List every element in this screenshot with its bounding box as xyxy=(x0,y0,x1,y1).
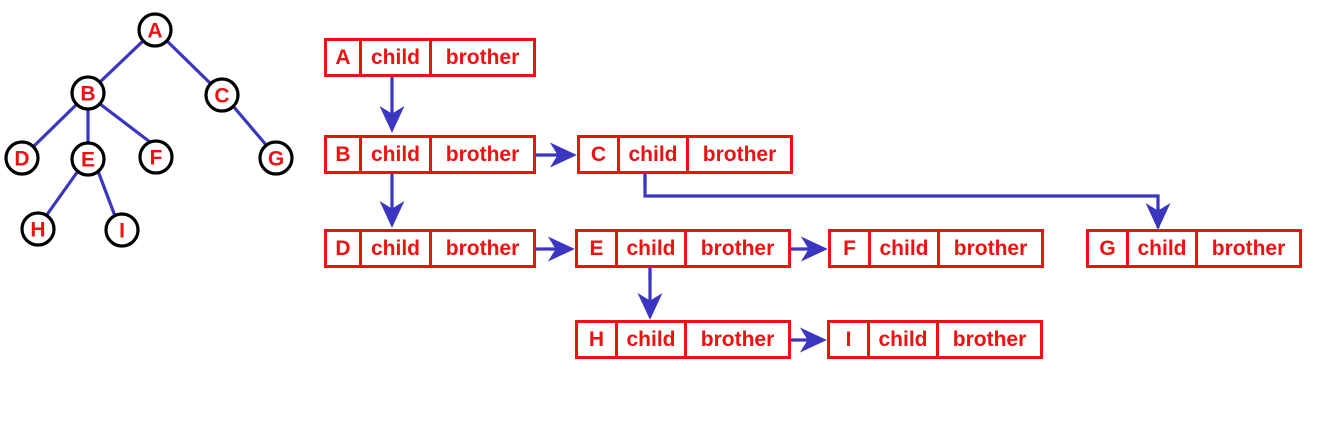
list-node-i[interactable]: I child brother xyxy=(827,320,1043,359)
tree-node-label: E xyxy=(81,149,95,172)
list-node-key: B xyxy=(327,138,362,171)
tree-edge-c-g xyxy=(231,104,269,148)
tree-node-label: F xyxy=(150,147,163,170)
list-node-key: D xyxy=(327,232,362,265)
tree-node-circle xyxy=(20,211,56,247)
tree-node-label: D xyxy=(14,148,29,171)
list-node-brother: brother xyxy=(445,46,520,69)
tree-edges xyxy=(31,39,269,217)
list-node-brother: brother xyxy=(702,143,777,166)
list-node-key: I xyxy=(830,323,870,356)
tree-edge-e-i xyxy=(96,170,117,217)
tree-node-label: H xyxy=(30,219,45,242)
list-node-child: child xyxy=(871,232,940,265)
list-node-key: F xyxy=(831,232,871,265)
list-node-brother: brother xyxy=(1211,237,1286,260)
tree-node-b: B xyxy=(70,75,106,111)
list-node-f[interactable]: F child brother xyxy=(828,229,1044,268)
tree-node-c: C xyxy=(204,77,240,113)
list-node-brother: brother xyxy=(952,328,1027,351)
tree-node-circle xyxy=(104,212,140,248)
tree-node-circle xyxy=(137,12,173,48)
list-node-key: E xyxy=(578,232,618,265)
tree-node-i: I xyxy=(104,212,140,248)
list-node-child: child xyxy=(870,323,939,356)
list-node-child: child xyxy=(620,138,689,171)
list-node-brother: brother xyxy=(445,143,520,166)
list-node-g[interactable]: G child brother xyxy=(1086,229,1302,268)
list-node-key: G xyxy=(1089,232,1129,265)
list-node-e[interactable]: E child brother xyxy=(575,229,791,268)
tree-node-g: G xyxy=(258,140,294,176)
tree-node-label: A xyxy=(147,20,162,43)
list-node-child: child xyxy=(362,41,432,74)
list-node-a[interactable]: A child brother xyxy=(324,38,536,77)
tree-node-circle xyxy=(70,141,106,177)
tree-node-a: A xyxy=(137,12,173,48)
list-node-brother: brother xyxy=(953,237,1028,260)
list-node-brother: brother xyxy=(700,237,775,260)
list-node-key: H xyxy=(578,323,618,356)
tree-node-d: D xyxy=(4,140,40,176)
list-node-child: child xyxy=(362,232,432,265)
tree-edge-b-f xyxy=(99,102,151,144)
list-node-b[interactable]: B child brother xyxy=(324,135,536,174)
tree-edge-e-h xyxy=(44,170,80,217)
list-node-child: child xyxy=(618,232,687,265)
tree-edge-a-b xyxy=(98,39,145,84)
list-node-key: C xyxy=(580,138,620,171)
list-node-child: child xyxy=(1129,232,1198,265)
list-node-brother: brother xyxy=(445,237,520,260)
list-node-h[interactable]: H child brother xyxy=(575,320,791,359)
tree-edge-a-c xyxy=(165,39,213,86)
tree-node-circle xyxy=(4,140,40,176)
list-node-child: child xyxy=(618,323,687,356)
tree-node-e: E xyxy=(70,141,106,177)
tree-node-label: G xyxy=(268,148,284,171)
tree-node-label: B xyxy=(80,83,95,106)
tree-node-circle xyxy=(204,77,240,113)
tree-node-circle xyxy=(70,75,106,111)
tree-node-h: H xyxy=(20,211,56,247)
list-node-child: child xyxy=(362,138,432,171)
tree-node-circle xyxy=(258,140,294,176)
list-node-c[interactable]: C child brother xyxy=(577,135,793,174)
tree-edge-b-d xyxy=(31,102,79,149)
list-node-key: A xyxy=(327,41,362,74)
tree-node-circle xyxy=(138,139,174,175)
tree-node-label: C xyxy=(214,85,229,108)
link-c-child-to-g xyxy=(643,173,1171,230)
list-node-brother: brother xyxy=(700,328,775,351)
tree-node-f: F xyxy=(138,139,174,175)
tree-nodes: A B C D E F G xyxy=(4,12,294,248)
tree-node-label: I xyxy=(119,220,125,243)
list-node-d[interactable]: D child brother xyxy=(324,229,536,268)
